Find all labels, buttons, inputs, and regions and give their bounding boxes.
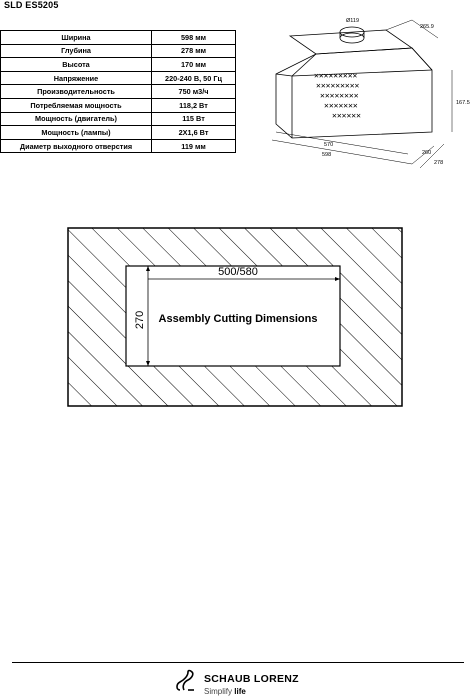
spec-row: Мощность (лампы) 2Х1,6 Вт: [0, 125, 236, 140]
arrow-down-icon: [146, 361, 150, 366]
arrow-up-icon: [146, 266, 150, 271]
spec-label: Глубина: [0, 43, 152, 59]
hood-edge: [411, 47, 433, 71]
dimension-line: [411, 19, 439, 39]
spec-row: Мощность (двигатель) 115 Вт: [0, 111, 236, 127]
spec-table: Ширина 598 мм Глубина 278 мм Высота 170 …: [0, 30, 236, 154]
brand-logo-icon: [176, 669, 194, 691]
cutout-height-label: 270: [134, 311, 146, 329]
spec-value: 2Х1,6 Вт: [151, 125, 236, 140]
dim-label: 278: [434, 160, 443, 166]
dimension-line: [271, 139, 413, 165]
dim-label: 167.5: [456, 100, 470, 106]
spec-row: Глубина 278 мм: [0, 43, 236, 59]
spec-label: Диаметр выходного отверстия: [0, 138, 152, 154]
hood-top-plate: [288, 29, 414, 55]
outlet-collar: [339, 32, 365, 44]
spec-label: Мощность (лампы): [0, 125, 152, 140]
spec-label: Мощность (двигатель): [0, 111, 152, 127]
spec-label: Высота: [0, 57, 152, 72]
spec-row: Диаметр выходного отверстия 119 мм: [0, 138, 236, 154]
spec-row: Потребляемая мощность 118,2 Вт: [0, 97, 236, 113]
vent-pattern: ✕✕✕✕✕✕✕✕✕ ✕✕✕✕✕✕✕✕✕ ✕✕✕✕✕✕✕✕ ✕✕✕✕✕✕✕ ✕✕✕…: [314, 71, 361, 120]
hood-drawing: ✕✕✕✕✕✕✕✕✕ ✕✕✕✕✕✕✕✕✕ ✕✕✕✕✕✕✕✕ ✕✕✕✕✕✕✕ ✕✕✕…: [271, 18, 470, 169]
svg-text:✕✕✕✕✕✕✕✕: ✕✕✕✕✕✕✕✕: [320, 91, 359, 100]
spec-value: 119 мм: [151, 138, 236, 154]
svg-text:✕✕✕✕✕✕✕✕✕: ✕✕✕✕✕✕✕✕✕: [316, 81, 360, 90]
tagline-simplify: Simplify: [204, 687, 233, 696]
arrow-right-icon: [335, 277, 340, 281]
spec-value: 170 мм: [151, 57, 236, 72]
spec-value: 598 мм: [151, 30, 236, 45]
spec-label: Потребляемая мощность: [0, 97, 152, 113]
footer-divider: [12, 662, 464, 663]
dimension-line: [275, 131, 409, 155]
dim-label: 598: [322, 152, 331, 158]
dimension-line: [411, 145, 435, 165]
hood-edge: [275, 73, 293, 77]
dim-label: Ø119: [346, 18, 359, 24]
spec-row: Напряжение 220-240 В, 50 Гц: [0, 70, 236, 86]
spec-row: Производительность 750 м3/ч: [0, 84, 236, 99]
spec-label: Ширина: [0, 30, 152, 45]
dim-label: 570: [324, 142, 333, 148]
svg-text:✕✕✕✕✕✕✕: ✕✕✕✕✕✕✕: [324, 101, 358, 110]
spec-value: 220-240 В, 50 Гц: [151, 70, 236, 86]
svg-text:✕✕✕✕✕✕✕✕✕: ✕✕✕✕✕✕✕✕✕: [314, 71, 358, 80]
model-title: SLD ES5205: [4, 0, 59, 10]
spec-value: 118,2 Вт: [151, 97, 236, 113]
svg-text:✕✕✕✕✕✕: ✕✕✕✕✕✕: [332, 111, 361, 120]
hood-edge: [291, 53, 317, 77]
spec-value: 278 мм: [151, 43, 236, 59]
spec-value: 115 Вт: [151, 111, 236, 127]
spec-label: Напряжение: [0, 70, 152, 86]
brand-tagline: Simplify life: [204, 687, 246, 696]
cutout-caption: Assembly Cutting Dimensions: [159, 313, 318, 325]
spec-row: Высота 170 мм: [0, 57, 236, 72]
tagline-life: life: [234, 687, 246, 696]
cutout-width-label: 500/580: [218, 266, 258, 278]
spec-value: 750 м3/ч: [151, 84, 236, 99]
dimension-line: [419, 143, 445, 169]
dim-label: 260: [422, 150, 431, 156]
hood-edge: [291, 69, 433, 77]
hood-body: [275, 47, 433, 139]
spec-row: Ширина 598 мм: [0, 30, 236, 45]
dim-label: 265.9: [420, 24, 434, 30]
spec-label: Производительность: [0, 84, 152, 99]
cutout-diagram: 500/580 270 Assembly Cutting Dimensions: [67, 227, 403, 407]
dimension-line: [385, 19, 413, 31]
brand-name: SCHAUB LORENZ: [204, 673, 299, 685]
cutout-opening: [125, 265, 341, 367]
